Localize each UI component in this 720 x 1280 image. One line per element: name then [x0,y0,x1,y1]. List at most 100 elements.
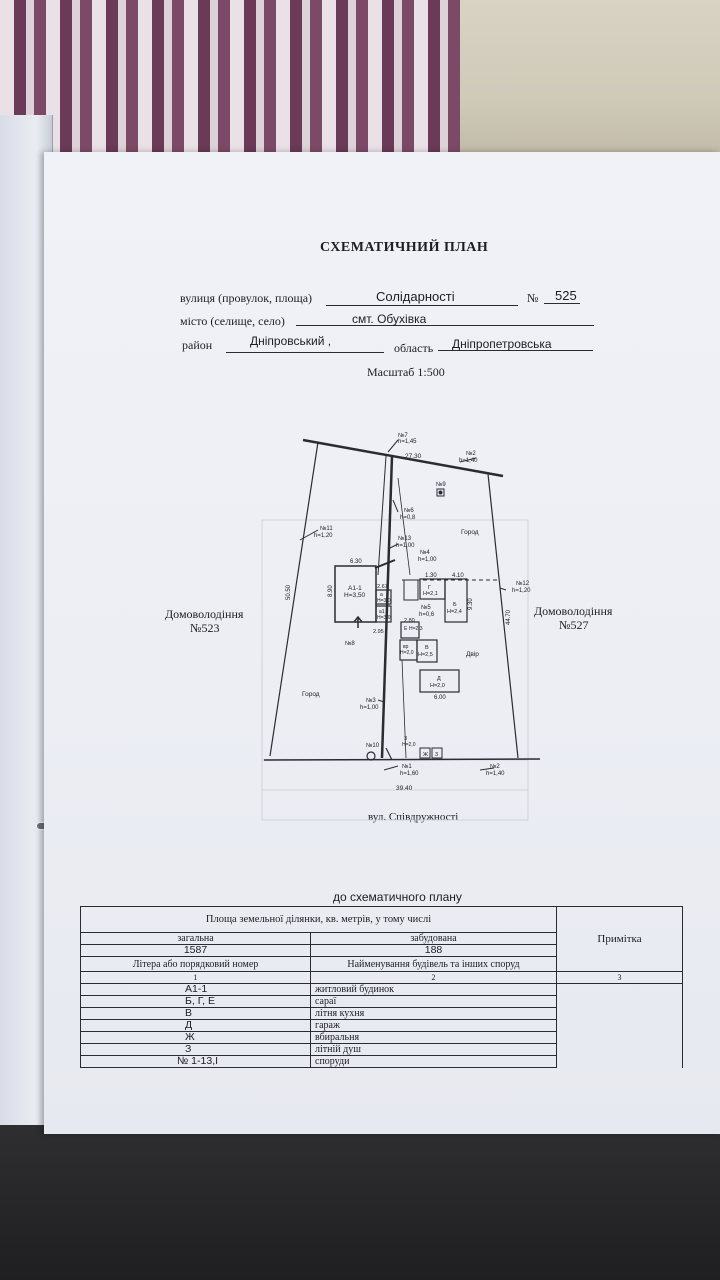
label-d410: 4.10 [452,573,464,579]
label-d: Д [437,676,441,682]
label-gorod-right: Город [461,529,479,536]
row-letter: Д [80,1019,311,1032]
col1-header: Літера або порядковий номер [80,956,311,972]
label-vrh: Н=2,0 [400,650,414,656]
street-label: вулиця (провулок, площа) [180,291,313,305]
label-n12h: h=1,20 [512,588,531,594]
neighbor-left-label: Домоволодіння [165,607,244,621]
label-b: Б [453,602,457,608]
label-a11h: Н=3,50 [344,592,366,599]
label-n2-bot-h: h=1,40 [486,771,505,777]
label-bottom-length: 39.40 [396,785,413,792]
note-header: Примітка [556,906,684,972]
structure-5 [403,579,419,601]
row-name: вбиральня [309,1031,558,1044]
building-v [416,639,438,663]
label-n10: №10 [366,742,380,749]
area-table: Площа земельної ділянки, кв. метрів, у т… [79,906,684,1068]
boundary-bottom [263,758,541,761]
label-d600: 6.00 [434,695,446,701]
col-num-2: 2 [309,971,558,984]
row-name: споруди [309,1055,558,1068]
label-ah: Н=3.0 [377,598,391,604]
boundary-left [269,441,319,757]
wooden-surface [460,0,720,170]
structure-9-icon [436,488,445,497]
number-label: № [527,291,539,305]
label-n9: №9 [436,481,446,488]
page-title: СХЕМАТИЧНИЙ ПЛАН [320,240,489,255]
label-n1: №1 [402,763,412,770]
building-zh [419,747,431,759]
row-letter: З [80,1043,311,1056]
col2-header: Найменування будівель та інших споруд [309,956,558,972]
label-n2-bot: №2 [490,763,500,770]
row-name: гараж [309,1019,558,1032]
label-n13: №13 [398,535,412,542]
label-e: Е [404,626,408,632]
city-value: смт. Обухівка [352,312,427,326]
label-d630: 6.30 [350,559,362,565]
row-name: літній душ [309,1043,558,1056]
label-gorod-left: Город [302,691,320,698]
label-n3h: h=1,00 [360,705,379,711]
label-d130: 1.30 [425,573,437,579]
label-n7: №7 [398,432,408,439]
label-n7h: h=1,45 [398,439,417,445]
label-a11: А1-1 [348,585,362,592]
region-value: Дніпропетровська [452,337,552,351]
built-label: забудована [309,932,558,945]
label-z: З [404,736,407,742]
row-name: літня кухня [309,1007,558,1020]
label-n6: №6 [404,507,414,514]
label-n11: №11 [320,525,333,532]
row-name: житловий будинок [309,983,558,996]
neighbor-right-label: Домоволодіння [534,604,613,618]
label-n6h: h=0,8 [400,515,416,521]
label-n2-top: №2 [466,450,476,457]
row-letter: Б, Г, Е [80,995,311,1008]
label-dh: Н=2,0 [430,683,445,689]
well-icon [366,751,376,761]
row-letter: Ж [80,1031,311,1044]
label-right-length: 44.70 [506,609,512,625]
label-n2-top-h: h=1,40 [459,458,478,464]
scale-label: Масштаб 1:500 [367,365,445,379]
neighbor-right-number: №527 [559,618,589,632]
building-e [400,621,420,639]
label-n11h: h=1,20 [314,533,333,539]
label-d930: 9.30 [468,598,474,610]
label-three: 3 [435,752,438,758]
street-value: Солідарності [376,289,455,304]
label-n5: №5 [421,604,431,611]
building-a1 [375,605,392,623]
area-header: Площа земельної ділянки, кв. метрів, у т… [79,906,558,933]
row-letter: А1-1 [80,983,311,996]
label-d295: 2.95 [373,629,384,635]
street-underline [326,305,518,306]
label-n12: №12 [516,580,530,587]
striped-tablecloth [0,0,470,170]
district-value: Дніпровський , [250,334,332,348]
label-n8: №8 [345,640,355,647]
district-label: район [182,338,213,352]
label-n13h: h=1,00 [396,543,415,549]
region-label: область [394,341,434,355]
table-row: А1-1 житловий будинок [80,983,684,1068]
row-letter: В [80,1007,311,1020]
boundary-top [302,438,504,478]
city-label: місто (селище, село) [180,314,285,328]
label-v: В [425,645,429,651]
label-gh: Н=2,1 [423,591,438,597]
table-row: Б, Г, Е сараї [80,995,683,1008]
label-n3: №3 [366,697,376,704]
label-dvir: Двір [466,650,479,658]
entry-arrow-icon [353,615,363,628]
number-underline [544,303,580,304]
built-value: 188 [309,944,558,957]
label-n1h: h=1,60 [400,771,419,777]
label-a1: а1 [379,609,385,615]
row-name: сараї [309,995,558,1008]
label-g: Г [428,585,431,591]
